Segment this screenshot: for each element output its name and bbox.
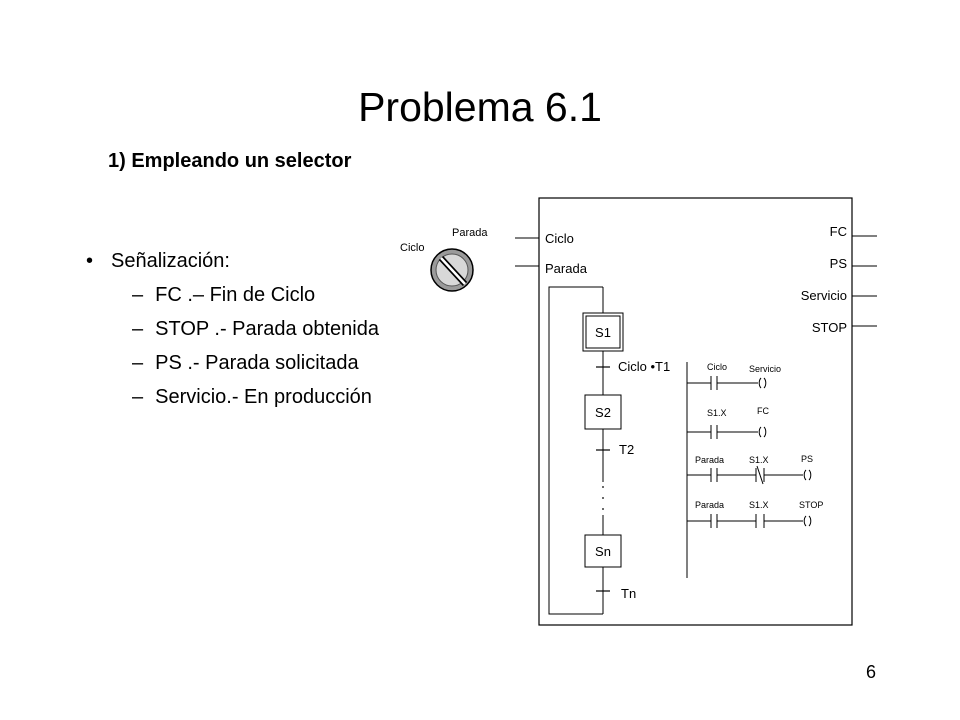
sub-bullet-fc: – FC .– Fin de Ciclo (132, 278, 379, 312)
ellipsis-dot (602, 508, 604, 510)
initial-step-inner (585, 315, 621, 349)
step-s2 (584, 394, 622, 430)
output-label-fc: FC (830, 224, 847, 239)
contact-nc-slash-icon (756, 465, 764, 485)
contact-label: Parada (695, 455, 724, 465)
grafcet-loop-line (548, 286, 603, 615)
contact-label: S1.X (749, 455, 769, 465)
bullet-marker: • (86, 250, 94, 272)
coil-icon (803, 515, 812, 527)
step-sn (584, 534, 622, 568)
contact-label: S1.X (749, 500, 769, 510)
selector-label-ciclo: Ciclo (400, 242, 424, 254)
selector-label-parada: Parada (452, 227, 488, 239)
transition-label-tn: Tn (621, 586, 636, 601)
selector-switch: Ciclo Parada (400, 227, 488, 292)
ladder-rung-stop: Parada S1.X STOP (687, 500, 823, 528)
step-label-sn: Sn (595, 544, 611, 559)
contact-label: S1.X (707, 408, 727, 418)
bullet-main: • Señalización: (86, 244, 379, 278)
ladder-rung-servicio: Ciclo Servicio (687, 362, 781, 390)
step-label-s1: S1 (595, 325, 611, 340)
input-label-ciclo: Ciclo (545, 231, 574, 246)
sub-bullet-label: FC .– Fin de Ciclo (155, 284, 316, 306)
dash-marker: – (132, 318, 144, 340)
selector-lever-highlight (440, 257, 466, 285)
slide-title: Problema 6.1 (358, 84, 602, 130)
ellipsis-dot (602, 486, 604, 488)
controller-block (538, 197, 853, 626)
step-label-s2: S2 (595, 405, 611, 420)
coil-label: FC (757, 406, 769, 416)
coil-label: STOP (799, 500, 823, 510)
sub-bullet-ps: – PS .- Parada solicitada (132, 346, 379, 380)
page-number: 6 (866, 662, 877, 682)
initial-step-outer (582, 312, 624, 352)
sub-bullet-label: PS .- Parada solicitada (155, 352, 359, 374)
slide-subtitle: 1) Empleando un selector (108, 150, 352, 172)
sub-bullet-label: STOP .- Parada obtenida (155, 318, 379, 340)
input-label-parada: Parada (545, 261, 588, 276)
dash-marker: – (132, 352, 144, 374)
coil-icon (803, 469, 812, 481)
transition-label-t1: Ciclo •T1 (618, 359, 670, 374)
output-label-ps: PS (830, 256, 848, 271)
ladder-rung-fc: S1.X FC (687, 406, 769, 439)
transition-label-t2: T2 (619, 442, 634, 457)
output-label-servicio: Servicio (801, 288, 847, 303)
dash-marker: – (132, 386, 144, 408)
dash-marker: – (132, 284, 144, 306)
coil-label: PS (801, 454, 813, 464)
contact-label: Parada (695, 500, 724, 510)
ellipsis-dot (602, 497, 604, 499)
bullet-list: • Señalización: – FC .– Fin de Ciclo – S… (86, 244, 379, 414)
bullet-main-label: Señalización: (111, 250, 230, 272)
grafcet-ellipsis (602, 486, 604, 510)
output-label-stop: STOP (812, 320, 847, 335)
ladder-rung-ps: Parada S1.X PS (687, 454, 813, 485)
sub-bullet-label: Servicio.- En producción (155, 386, 372, 408)
coil-icon (758, 377, 767, 389)
sub-bullet-stop: – STOP .- Parada obtenida (132, 312, 379, 346)
coil-icon (758, 426, 767, 438)
sub-bullet-servicio: – Servicio.- En producción (132, 380, 379, 414)
contact-label: Ciclo (707, 362, 727, 372)
coil-label: Servicio (749, 364, 781, 374)
